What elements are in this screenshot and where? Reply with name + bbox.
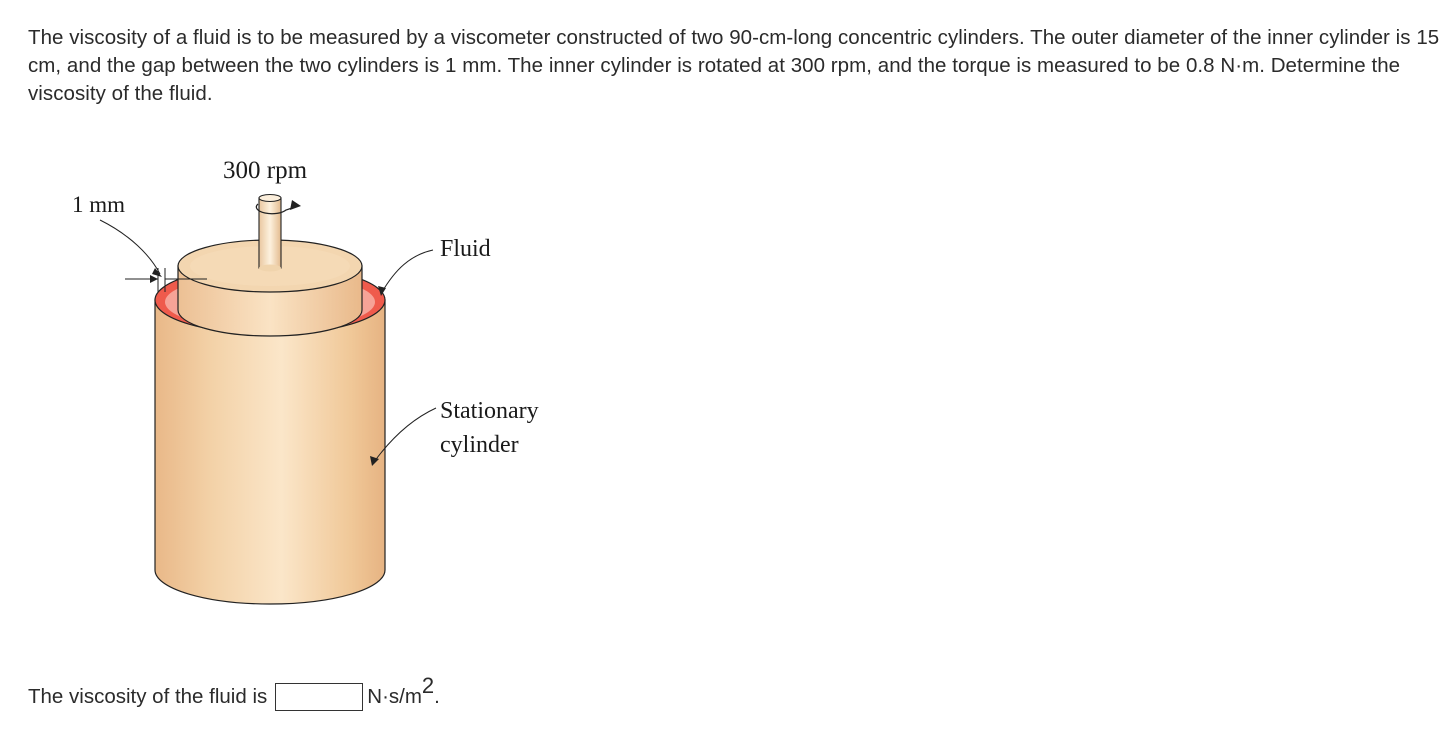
viscosity-answer-input[interactable] xyxy=(275,683,364,711)
unit-suffix: . xyxy=(434,685,440,708)
rotation-arrow-icon xyxy=(255,200,301,215)
viscometer-figure: 300 rpm 1 mm Fluid Stationary cylinder xyxy=(0,140,620,620)
fluid-leader-line xyxy=(381,249,434,293)
fluid-label: Fluid xyxy=(440,236,491,262)
unit-exponent: 2 xyxy=(421,673,435,699)
unit-base: N·s/m xyxy=(367,685,422,708)
viscometer-diagram: 300 rpm 1 mm Fluid Stationary cylinder xyxy=(72,157,539,605)
rpm-label: 300 rpm xyxy=(223,157,308,184)
stationary-label-line2: cylinder xyxy=(440,432,519,458)
gap-label: 1 mm xyxy=(72,192,125,217)
answer-prompt: The viscosity of the fluid is xyxy=(28,685,268,708)
answer-unit: N·s/m2. xyxy=(367,675,440,709)
problem-statement: The viscosity of a fluid is to be measur… xyxy=(28,26,1440,105)
shaft xyxy=(258,193,282,272)
answer-row: The viscosity of the fluid is N·s/m2. xyxy=(28,675,440,714)
gap-dimension-marker xyxy=(99,219,207,292)
stationary-label-line1: Stationary xyxy=(440,398,539,424)
stationary-leader-line xyxy=(373,407,437,463)
